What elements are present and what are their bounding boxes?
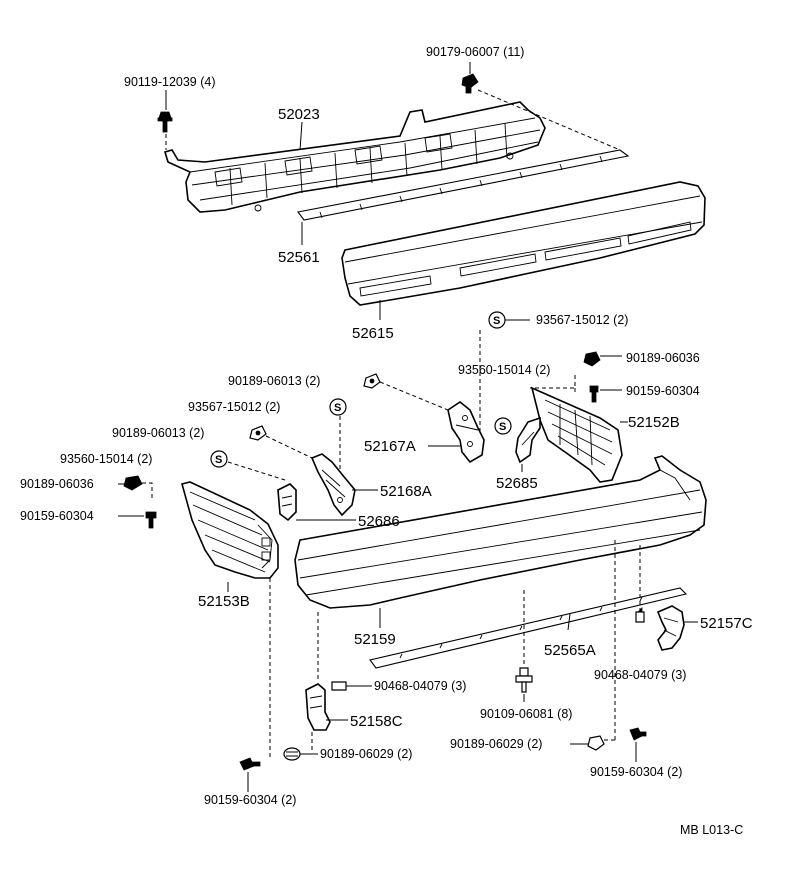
footer-code: MB L013-C xyxy=(680,823,743,837)
part-52158C-bracket[interactable] xyxy=(305,683,331,731)
label-90189-06013-upper: 90189-06013 (2) xyxy=(228,374,320,388)
clip-90468-04079-right[interactable] xyxy=(635,607,645,623)
clip-90468-04079-left[interactable] xyxy=(331,681,347,691)
svg-text:S: S xyxy=(499,421,506,433)
clip-90189-06036-left[interactable] xyxy=(123,475,143,491)
s-symbol-mid: S xyxy=(329,398,347,416)
label-90109-06081: 90109-06081 (8) xyxy=(480,707,572,721)
screw-90159-60304-bottom-right[interactable] xyxy=(629,727,647,741)
nut-90179-06007[interactable] xyxy=(461,73,479,94)
clip-90189-06036-right[interactable] xyxy=(583,351,601,367)
label-52685: 52685 xyxy=(496,475,538,492)
label-90468-04079-left: 90468-04079 (3) xyxy=(374,679,466,693)
part-52157C-retainer[interactable] xyxy=(656,605,685,651)
label-52565A: 52565A xyxy=(544,642,596,659)
label-90179-06007: 90179-06007 (11) xyxy=(426,45,524,59)
part-52565A-strip[interactable] xyxy=(369,587,688,669)
bolt-90109-06081[interactable] xyxy=(515,667,533,693)
part-52685-retainer[interactable] xyxy=(515,416,541,464)
screw-90159-60304-right[interactable] xyxy=(589,385,599,403)
label-52153B: 52153B xyxy=(198,593,250,610)
part-52159-bumper-cover[interactable] xyxy=(294,455,707,609)
part-52023-reinforcement[interactable] xyxy=(164,101,546,213)
label-90159-60304-left: 90159-60304 xyxy=(20,509,94,523)
label-52167A: 52167A xyxy=(364,438,416,455)
svg-text:S: S xyxy=(493,315,500,327)
label-90189-06029-right: 90189-06029 (2) xyxy=(450,737,542,751)
part-52167A-bracket[interactable] xyxy=(447,401,485,464)
label-90189-06036-left: 90189-06036 xyxy=(20,477,94,491)
label-52615: 52615 xyxy=(352,325,394,342)
label-52152B: 52152B xyxy=(628,414,680,431)
label-90159-60304-bottom-right: 90159-60304 (2) xyxy=(590,765,682,779)
label-90119-12039: 90119-12039 (4) xyxy=(124,75,216,89)
bolt-90119-12039[interactable] xyxy=(157,111,173,133)
part-52152B-bracket[interactable] xyxy=(530,386,623,483)
label-52159: 52159 xyxy=(354,631,396,648)
label-52157C: 52157C xyxy=(700,615,753,632)
svg-text:S: S xyxy=(215,454,222,466)
svg-text:S: S xyxy=(334,402,341,414)
screw-90159-60304-left[interactable] xyxy=(145,511,157,529)
label-52686: 52686 xyxy=(358,513,400,530)
clip-90189-06013-upper[interactable] xyxy=(363,373,381,389)
label-93567-15012-mid: 93567-15012 (2) xyxy=(188,400,280,414)
part-52153B-side-extension[interactable] xyxy=(181,481,279,579)
label-93567-15012-top: 93567-15012 (2) xyxy=(536,313,628,327)
clip-90189-06013-lower[interactable] xyxy=(249,425,267,441)
part-52686-retainer[interactable] xyxy=(277,483,297,522)
s-symbol-lower: S xyxy=(210,450,228,468)
s-symbol-right: S xyxy=(494,417,512,435)
screw-90159-60304-bottom-left[interactable] xyxy=(239,757,261,771)
part-52615-bumper-cover[interactable] xyxy=(341,181,706,306)
label-52561: 52561 xyxy=(278,249,320,266)
label-90468-04079-right: 90468-04079 (3) xyxy=(594,668,686,682)
label-52023: 52023 xyxy=(278,106,320,123)
part-52168A-bracket[interactable] xyxy=(310,453,356,517)
label-90189-06036-right: 90189-06036 xyxy=(626,351,700,365)
clip-90189-06029-left[interactable] xyxy=(283,747,301,761)
clip-90189-06029-right[interactable] xyxy=(587,735,605,751)
label-93560-15014-left: 93560-15014 (2) xyxy=(60,452,152,466)
label-90159-60304-bottom-left: 90159-60304 (2) xyxy=(204,793,296,807)
label-93560-15014-right: 93560-15014 (2) xyxy=(458,363,550,377)
label-90189-06029-left: 90189-06029 (2) xyxy=(320,747,412,761)
s-symbol-top: S xyxy=(488,311,506,329)
label-52158C: 52158C xyxy=(350,713,403,730)
label-90189-06013-lower: 90189-06013 (2) xyxy=(112,426,204,440)
label-52168A: 52168A xyxy=(380,483,432,500)
label-90159-60304-right: 90159-60304 xyxy=(626,384,700,398)
part-52561-retainer[interactable] xyxy=(297,149,630,221)
